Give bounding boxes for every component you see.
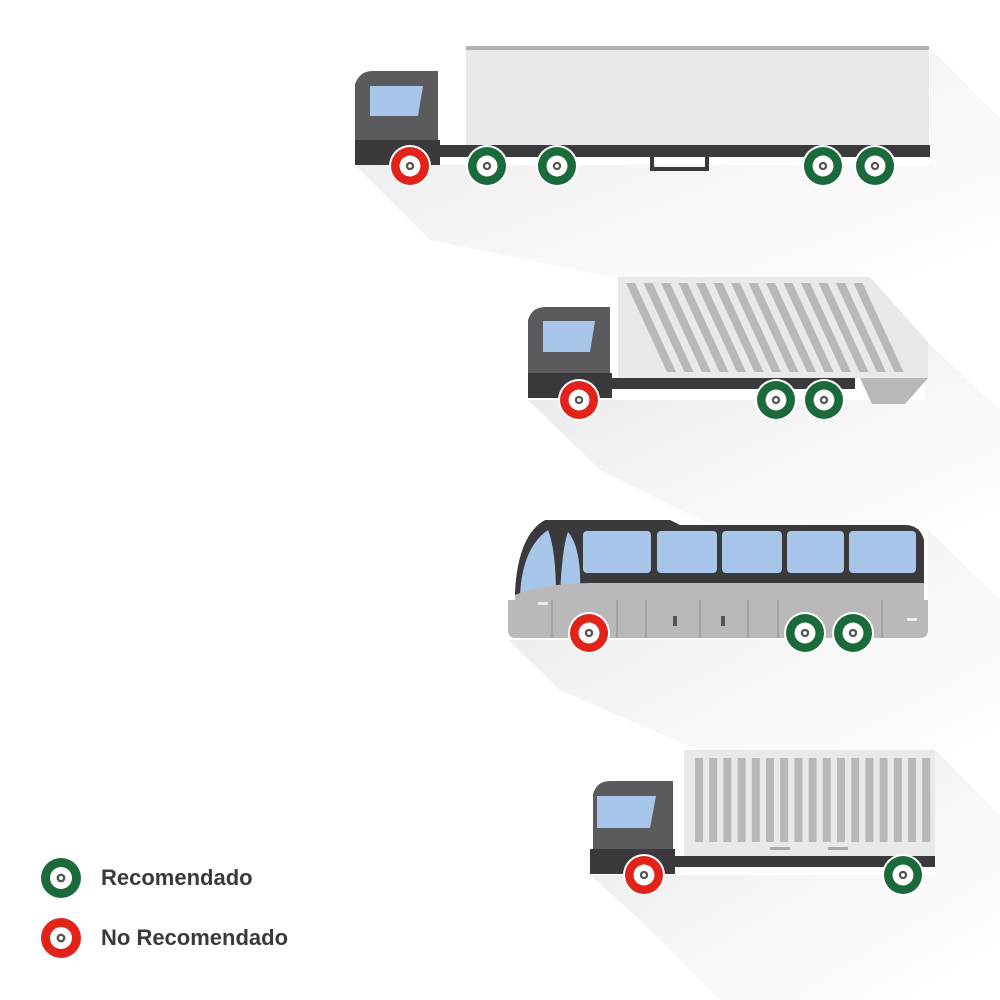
container-rib <box>822 758 831 842</box>
luggage-handle <box>673 616 677 626</box>
dump-rib <box>783 283 834 372</box>
dump-rib <box>713 283 764 372</box>
bus-side-panel <box>515 583 924 600</box>
dump-rib <box>853 283 904 372</box>
recommended-wheel-icon <box>784 612 826 654</box>
cab-window <box>597 796 656 828</box>
container-rib <box>751 758 760 842</box>
dump-truck <box>528 277 1000 560</box>
container-rib <box>737 758 746 842</box>
trailer-box <box>466 46 929 146</box>
bus-light <box>907 618 917 621</box>
container-rib <box>851 758 860 842</box>
bus-window <box>583 531 651 573</box>
container-rib <box>808 758 817 842</box>
chassis <box>400 145 930 157</box>
bus-door-window <box>560 532 581 596</box>
container-bottom-marks <box>770 847 848 850</box>
bus-window <box>849 531 916 573</box>
bus-panel-lines <box>551 600 883 638</box>
bus-windshield <box>520 530 556 596</box>
not-recommended-wheel-icon <box>39 916 83 960</box>
recommended-wheel-icon <box>466 145 508 187</box>
semi-trailer-truck <box>355 46 1000 300</box>
coach-bus <box>508 520 1000 790</box>
not-recommended-wheel-icon <box>623 854 665 896</box>
dump-rib <box>643 283 694 372</box>
recommended-wheel-icon <box>802 145 844 187</box>
recommended-wheel-icon <box>803 379 845 421</box>
dump-box-ribs <box>626 283 904 372</box>
trailer-top-line <box>466 46 929 50</box>
recommended-wheel-icon <box>882 854 924 896</box>
dump-rib <box>678 283 729 372</box>
legend-item-recommended: Recomendado <box>38 855 253 901</box>
luggage-handle <box>721 616 725 626</box>
cab-window <box>543 321 595 352</box>
container-rib <box>908 758 916 842</box>
not-recommended-wheel-icon <box>558 379 600 421</box>
landing-gear <box>650 157 709 171</box>
dump-rib <box>818 283 869 372</box>
dump-tailgate <box>860 378 928 404</box>
container-rib <box>780 758 789 842</box>
box-truck <box>590 750 1000 1000</box>
container-rib <box>695 758 703 842</box>
dump-rib <box>766 283 816 372</box>
long-shadow <box>355 48 1000 300</box>
cab-window <box>370 86 423 116</box>
chassis <box>660 856 935 867</box>
container-rib <box>766 758 774 842</box>
long-shadow <box>590 750 1000 1000</box>
container-rib <box>865 758 874 842</box>
container-rib <box>794 758 803 842</box>
recommended-wheel-icon <box>39 856 83 900</box>
recommended-wheel-icon <box>832 612 874 654</box>
container-rib <box>723 758 732 842</box>
container-rib <box>709 758 718 842</box>
bus-window <box>787 531 844 573</box>
recommended-wheel-icon <box>536 145 578 187</box>
dump-rib <box>836 283 886 372</box>
container-rib <box>893 758 902 842</box>
not-recommended-wheel-icon <box>568 612 610 654</box>
dump-rib <box>626 283 676 372</box>
dump-rib <box>801 283 851 372</box>
bus-window <box>657 531 717 573</box>
container-rib <box>837 758 845 842</box>
container-ribs <box>695 758 931 842</box>
legend-label-recommended: Recomendado <box>101 865 253 890</box>
not-recommended-wheel-icon <box>389 145 431 187</box>
dump-rib <box>696 283 746 372</box>
recommended-wheel-icon <box>854 145 896 187</box>
legend-item-not-recommended: No Recomendado <box>38 915 288 961</box>
chassis <box>585 378 855 389</box>
bus-window <box>722 531 782 573</box>
dump-rib <box>661 283 711 372</box>
container-rib <box>922 758 931 842</box>
dump-rib <box>748 283 799 372</box>
dump-rib <box>731 283 781 372</box>
long-shadow <box>508 530 1000 790</box>
legend-label-not-recommended: No Recomendado <box>101 925 289 950</box>
recommended-wheel-icon <box>755 379 797 421</box>
long-shadow <box>528 340 1000 560</box>
container-rib <box>879 758 888 842</box>
bus-light <box>538 602 548 605</box>
